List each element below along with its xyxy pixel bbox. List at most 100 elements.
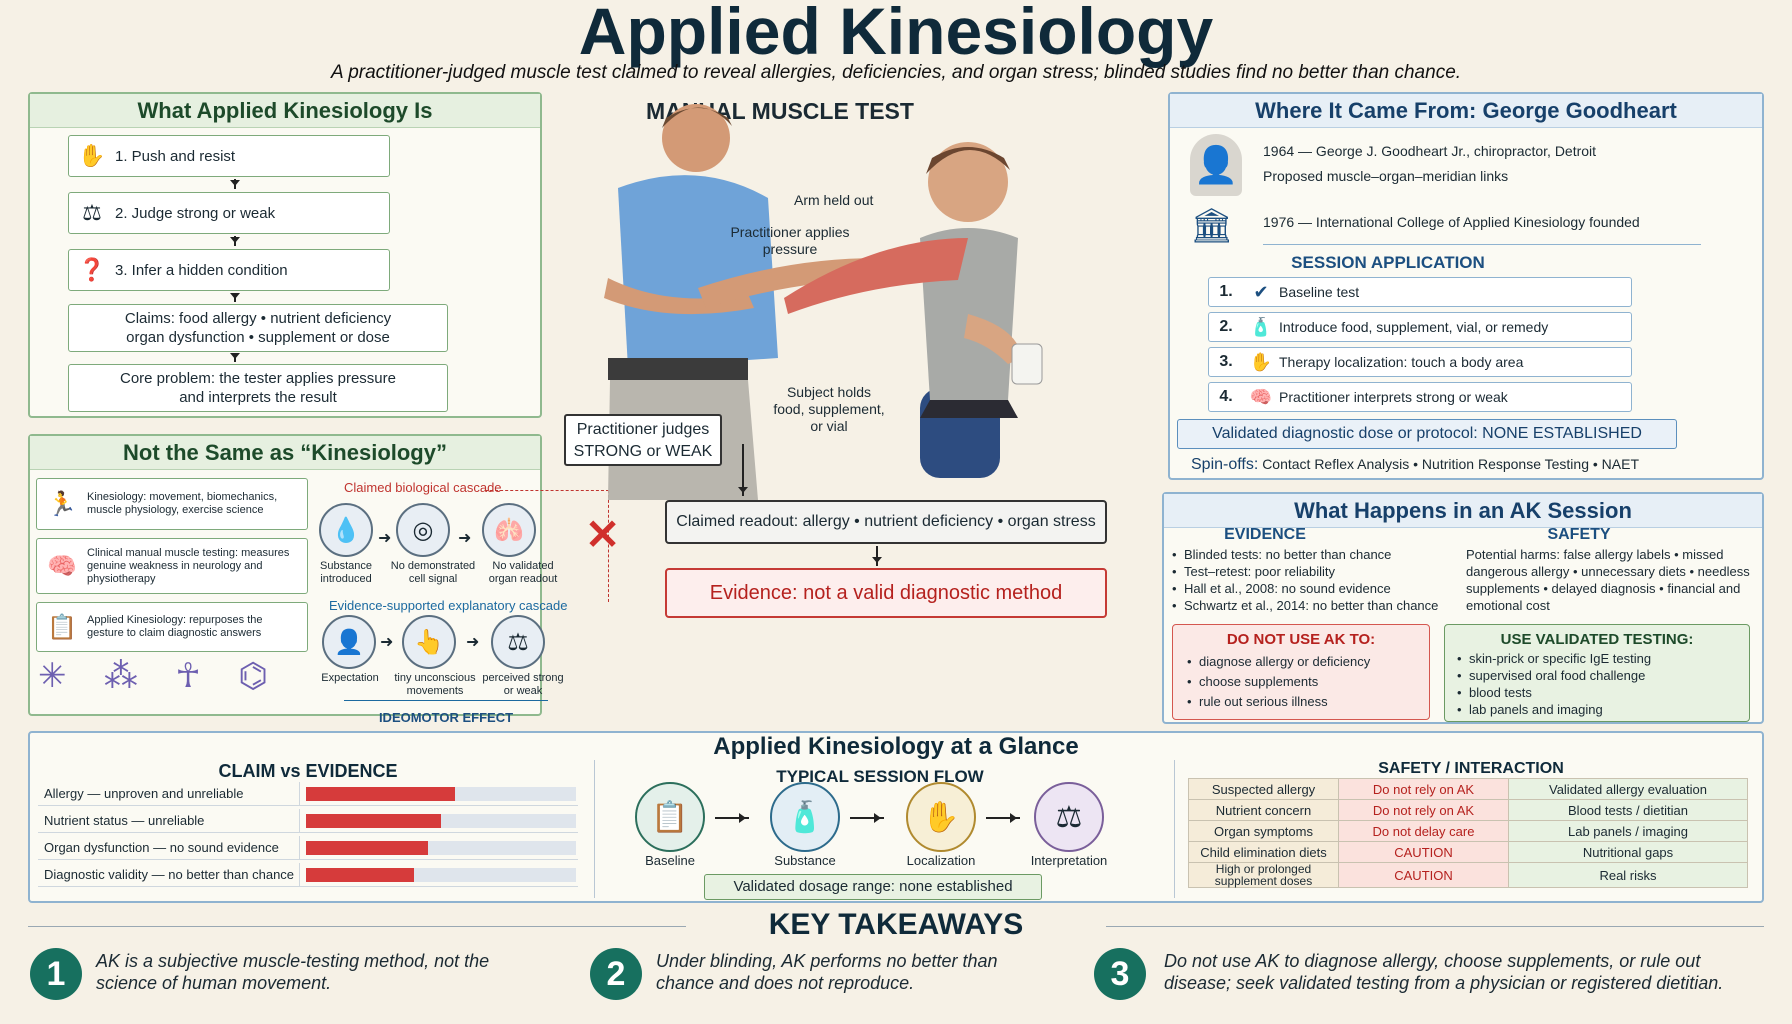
bar-label: Allergy — unproven and unreliable [38,782,300,805]
safety-table-title: SAFETY / INTERACTION [1378,760,1564,777]
not-same-heading: Not the Same as “Kinesiology” [30,436,540,470]
bar-track [306,840,576,855]
do-not-box: DO NOT USE AK TO: diagnose allergy or de… [1172,624,1430,720]
arrow [230,353,240,362]
hand-icon: ✋ [78,143,106,168]
head-icon: 👤 [322,615,376,669]
safety-cell: Suspected allergy [1188,778,1339,800]
safety-heading: SAFETY [1547,526,1611,543]
claims-box: Claims: food allergy • nutrient deficien… [68,304,448,352]
page-title: Applied Kinesiology [578,0,1214,68]
what-ak-heading: What Applied Kinesiology Is [30,94,540,128]
origin-line-1: 1964 — George J. Goodheart Jr., chiropra… [1263,143,1597,159]
bar-row: Diagnostic validity — no better than cha… [38,863,578,887]
bar [306,867,414,882]
balance-icon: ⚖ [1034,782,1104,852]
bar-row: Allergy — unproven and unreliable [38,782,578,806]
takeaways-title: KEY TAKEAWAYS [686,908,1106,942]
step-infer: ❓3. Infer a hidden condition [68,249,390,291]
vial-icon: 🧴 [1249,316,1273,337]
safety-cell: Do not rely on AK [1338,799,1509,821]
safety-cell: Lab panels / imaging [1508,820,1748,842]
question-icon: ❓ [78,257,106,282]
takeaway-number-2: 2 [590,948,642,1000]
kinesiology-box: 🏃Kinesiology: movement, biomechanics, mu… [36,478,308,530]
evidence-step-1: Expectation [321,672,379,684]
safety-cell: Nutrient concern [1188,799,1339,821]
takeaway-2: Under blinding, AK performs no better th… [656,951,998,993]
session-row-4: 4.🧠Practitioner interprets strong or wea… [1208,382,1632,412]
arrow [738,444,748,496]
bar [306,813,441,828]
session-title: SESSION APPLICATION [1291,253,1485,272]
claimed-cascade-title: Claimed biological cascade [344,480,502,495]
safety-cell: Blood tests / dietitian [1508,799,1748,821]
balance-icon: ⚖ [491,615,545,669]
evidence-list: Blinded tests: no better than chance Tes… [1170,546,1450,614]
glance-title: Applied Kinesiology at a Glance [713,733,1079,760]
bar-label: Organ dysfunction — no sound evidence [38,836,300,859]
arrow [230,179,240,189]
page-subtitle: A practitioner-judged muscle test claime… [330,62,1462,83]
safety-cell: Nutritional gaps [1508,841,1748,863]
finger-icon: 👆 [402,615,456,669]
evidence-cascade-title: Evidence-supported explanatory cascade [329,598,568,613]
claimed-step-2: No demonstrated cell signal [390,560,476,585]
portrait-icon: 👤 [1190,134,1242,196]
evidence-step-3: perceived strong or weak [482,672,564,697]
core-problem-box: Core problem: the tester applies pressur… [68,364,448,412]
holds-label: Subject holds food, supplement, or vial [773,384,885,434]
bar-label: Diagnostic validity — no better than cha… [38,863,300,886]
safety-cell: CAUTION [1338,841,1509,863]
safety-text: Potential harms: false allergy labels • … [1466,547,1750,613]
spinoffs-line: Spin-offs: Contact Reflex Analysis • Nut… [1191,456,1640,473]
evidence-heading: EVIDENCE [1224,526,1306,543]
clipboard-icon: 📋 [635,782,705,852]
claimed-step-1: Substance introduced [320,560,372,585]
bar [306,786,455,801]
step-judge: ⚖2. Judge strong or weak [68,192,390,234]
origin-line-2: Proposed muscle–organ–meridian links [1263,168,1509,184]
bar-row: Organ dysfunction — no sound evidence [38,836,578,860]
safety-cell: High or prolonged supplement doses [1188,862,1339,888]
ideomotor-label: IDEOMOTOR EFFECT [378,710,514,725]
origin-line-3: 1976 — International College of Applied … [1263,214,1640,230]
hand-touch-icon: ✋ [1249,351,1273,372]
pressure-label: Practitioner applies pressure [730,224,850,257]
organ-icon: 🫁 [482,503,536,557]
arrow [230,293,240,302]
takeaway-1: AK is a subjective muscle-testing method… [96,951,490,993]
claimed-step-3: No validated organ readout [488,560,558,585]
muscle-test-illustration [604,104,1043,500]
evidence-box: Evidence: not a valid diagnostic method [665,568,1107,618]
session-panel-heading: What Happens in an AK Session [1164,494,1762,528]
scale-icon: ⚖ [82,200,102,225]
arrow [230,236,240,246]
safety-cell: Real risks [1508,862,1748,888]
arrow [872,546,882,566]
safety-cell: Validated allergy evaluation [1508,778,1748,800]
session-row-1: 1.✔Baseline test [1208,277,1632,307]
anatomy-illustrations: ✳ ⁂ ☥ ⌬ [38,657,282,695]
takeaway-3: Do not use AK to diagnose allergy, choos… [1164,951,1724,993]
safety-cell: Do not rely on AK [1338,778,1509,800]
bar [306,840,428,855]
flow-title: TYPICAL SESSION FLOW [776,767,984,786]
flow-step-4: Interpretation [1030,853,1108,868]
bar-track [306,813,576,828]
brain-icon: 🧠 [1249,386,1273,407]
clinical-mmt-box: 🧠Clinical manual muscle testing: measure… [36,538,308,594]
step-push: ✋1. Push and resist [68,135,390,177]
takeaway-number-1: 1 [30,948,82,1000]
clipboard-icon: 📋 [47,613,77,641]
dosage-note: Validated dosage range: none established [704,874,1042,900]
bar-label: Nutrient status — unreliable [38,809,300,832]
bar-row: Nutrient status — unreliable [38,809,578,833]
takeaway-number-3: 3 [1094,948,1146,1000]
